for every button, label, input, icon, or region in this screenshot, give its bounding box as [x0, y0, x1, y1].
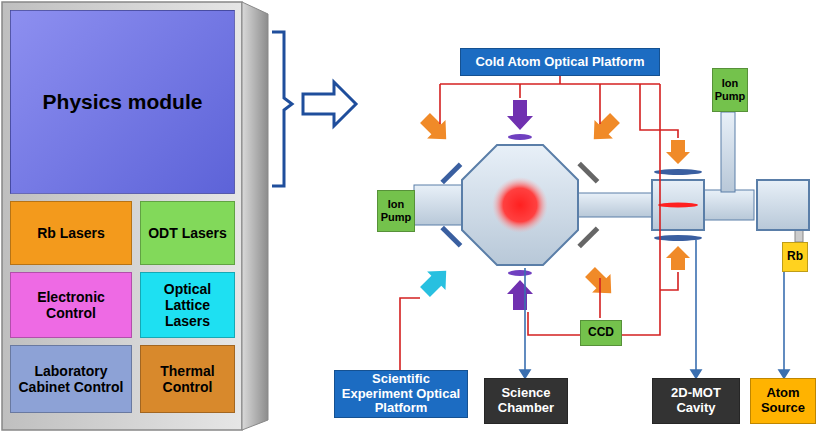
- node-label: Physics module: [43, 90, 203, 114]
- laser-beams: [416, 100, 690, 310]
- platform-line: [599, 278, 601, 318]
- node-label: ODT Lasers: [148, 225, 227, 241]
- node-label: Rb: [787, 250, 803, 264]
- module-box: Thermal Control: [140, 345, 235, 413]
- node-label: Laboratory Cabinet Control: [14, 363, 128, 395]
- node-label: 2D-MOT Cavity: [656, 386, 736, 416]
- node-label: CCD: [588, 326, 614, 340]
- node-label: Scientific Experiment Optical Platform: [338, 372, 464, 417]
- node-label: Science Chamber: [488, 386, 564, 416]
- pump-box: Ion Pump: [377, 190, 415, 232]
- node-label: Cold Atom Optical Platform: [475, 55, 644, 70]
- node-label: Optical Lattice Lasers: [144, 281, 231, 329]
- science-chamber: [462, 145, 578, 265]
- tube: [414, 185, 464, 225]
- tube: [704, 190, 754, 220]
- label-box: 2D-MOT Cavity: [652, 378, 740, 424]
- label-box: Science Chamber: [484, 378, 568, 424]
- tube: [578, 193, 653, 217]
- node-label: Atom Source: [754, 386, 812, 416]
- node-label: Rb Lasers: [37, 225, 105, 241]
- module-box: Electronic Control: [10, 272, 132, 338]
- atom-beam: [658, 203, 698, 208]
- module-box: Rb Lasers: [10, 201, 132, 265]
- leader-arrows: [520, 240, 789, 378]
- node-label: Ion Pump: [381, 198, 412, 223]
- platform-box: Cold Atom Optical Platform: [460, 48, 660, 76]
- tube: [721, 112, 735, 192]
- atom-cloud: [492, 177, 548, 233]
- module-box: ODT Lasers: [140, 201, 235, 265]
- bracket: [272, 32, 292, 186]
- cabinet-side: [242, 2, 268, 430]
- source-box: Rb: [782, 242, 808, 272]
- hollow-arrow: [303, 82, 356, 126]
- pump-box: Ion Pump: [712, 68, 748, 112]
- atom-source-cube: [757, 180, 809, 230]
- label-box: Atom Source: [750, 378, 816, 424]
- module-box: Physics module: [10, 10, 235, 194]
- node-label: Thermal Control: [144, 363, 231, 395]
- mirror: [654, 169, 702, 175]
- module-box: Laboratory Cabinet Control: [10, 345, 132, 413]
- mirrors: [440, 134, 599, 276]
- cabinet-frame: [2, 2, 242, 430]
- mirror: [654, 235, 702, 241]
- platform-box: Scientific Experiment Optical Platform: [334, 370, 468, 418]
- module-box: Optical Lattice Lasers: [140, 272, 235, 338]
- platform-lines: [400, 76, 678, 370]
- node-label: Electronic Control: [14, 289, 128, 321]
- node-label: Ion Pump: [715, 77, 746, 102]
- camera-box: CCD: [580, 320, 622, 346]
